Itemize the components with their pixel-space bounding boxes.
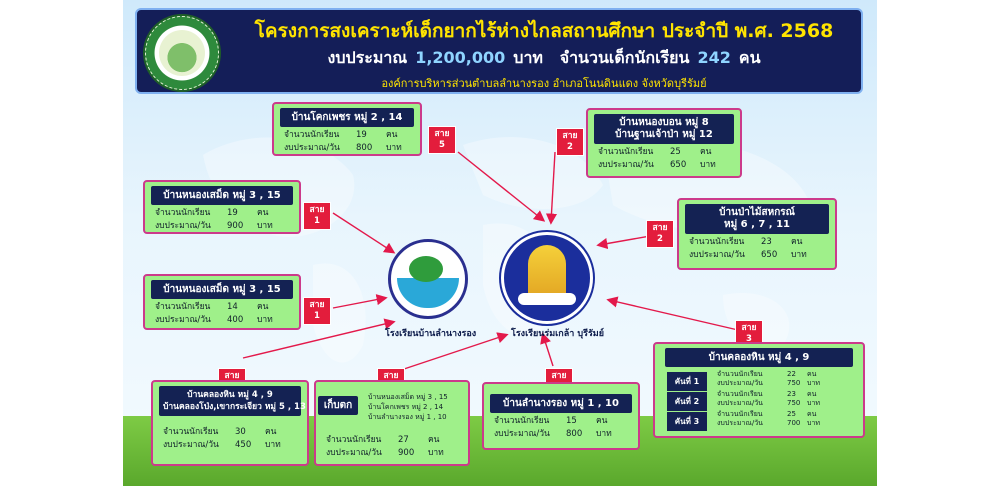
- card-title: บ้านลำนางรอง หมู่ 1 , 10: [490, 394, 632, 413]
- card-title: บ้านโคกเพชร หมู่ 2 , 14: [280, 108, 414, 127]
- budget-summary: งบประมาณ 1,200,000 บาท จำนวนเด็กนักเรียน 24…: [237, 46, 851, 71]
- card-pamai: บ้านป่าไม้สหกรณ์หมู่ 6 , 7 , 11 จำนวนนัก…: [677, 198, 837, 270]
- card-kebtok: เก็บตก บ้านหนองเสม็ด หมู่ 3 , 15 บ้านโคก…: [314, 380, 470, 466]
- students-unit: คน: [738, 48, 761, 67]
- card-title: บ้านหนองเสม็ด หมู่ 3 , 15: [151, 186, 293, 205]
- vehicle-3-label: คันที่ 3: [667, 412, 707, 431]
- vehicle-1-label: คันที่ 1: [667, 372, 707, 391]
- school-lamnangrong-logo: [388, 239, 468, 319]
- kebtok-badge: เก็บตก: [318, 396, 358, 415]
- budget-unit: บาท: [513, 48, 543, 67]
- budget-value: 1,200,000: [415, 48, 506, 67]
- kebtok-villages: บ้านหนองเสม็ด หมู่ 3 , 15 บ้านโคกเพชร หม…: [368, 393, 448, 421]
- organization-name: องค์การบริหารส่วนตำบลลำนางรอง อำเภอโนนดิ…: [381, 77, 707, 90]
- card-title: บ้านหนองเสม็ด หมู่ 3 , 15: [151, 280, 293, 299]
- header-banner: โครงการสงเคราะห์เด็กยากไร้ห่างไกลสถานศึก…: [135, 8, 863, 94]
- card-title: บ้านป่าไม้สหกรณ์หมู่ 6 , 7 , 11: [685, 204, 829, 234]
- vehicle-2-label: คันที่ 2: [667, 392, 707, 411]
- school-lamnangrong-label: โรงเรียนบ้านลำนางรอง: [385, 329, 477, 339]
- students-label: จำนวนเด็กนักเรียน: [559, 48, 690, 67]
- budget-label: งบประมาณ: [327, 48, 408, 67]
- school-romklao-label: โรงเรียนร่มเกล้า บุรีรัมย์: [511, 329, 604, 339]
- school-romklao-logo: [501, 232, 593, 324]
- infographic-board: โครงการสงเคราะห์เด็กยากไร้ห่างไกลสถานศึก…: [123, 0, 877, 486]
- project-title: โครงการสงเคราะห์เด็กยากไร้ห่างไกลสถานศึก…: [254, 20, 834, 42]
- organization-logo: [143, 14, 221, 92]
- card-khlonghin-right: บ้านคลองหิน หมู่ 4 , 9 คันที่ 1 จำนวนนัก…: [653, 342, 865, 438]
- students-value: 242: [697, 48, 731, 67]
- card-title: บ้านคลองหิน หมู่ 4 , 9: [665, 348, 853, 367]
